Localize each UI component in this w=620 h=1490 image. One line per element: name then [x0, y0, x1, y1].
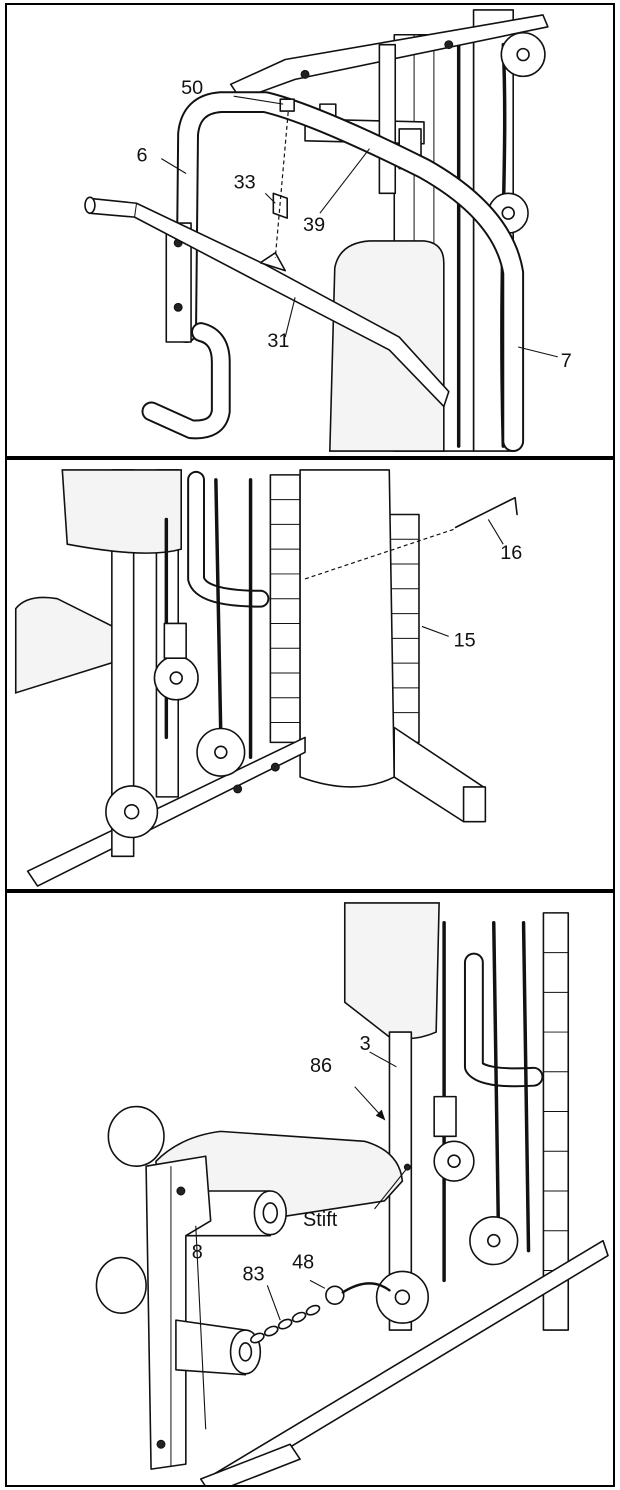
cable — [214, 478, 223, 740]
vertical-rod — [378, 43, 397, 195]
cable — [521, 921, 531, 1253]
callout-33: 33 — [234, 171, 256, 193]
frame-bracket — [165, 222, 192, 343]
callout-stift: Stift — [303, 1209, 338, 1231]
upper-frame-drawing: 50 6 33 39 31 7 — [84, 9, 572, 453]
fitting-50 — [279, 98, 295, 112]
base-foot — [199, 1443, 301, 1485]
leg-roller — [107, 1105, 165, 1167]
seat-assembly-drawing: 3 86 Stift 8 83 48 — [95, 902, 609, 1485]
weight-pin — [454, 496, 518, 529]
cable — [492, 921, 501, 1253]
back-pad — [343, 902, 440, 1040]
upper-frame-panel: 50 6 33 39 31 7 — [5, 3, 615, 458]
base-rail — [26, 736, 306, 887]
callout-86: 86 — [310, 1055, 332, 1077]
back-pad — [61, 469, 182, 554]
carriage — [163, 622, 187, 659]
weight-stack — [542, 912, 570, 1331]
assembly-guide — [304, 528, 454, 580]
cable-ball-48 — [325, 1285, 345, 1306]
assembly-guide — [274, 111, 289, 258]
callout-15: 15 — [454, 629, 476, 651]
callout-8: 8 — [192, 1242, 203, 1264]
stift-pin — [403, 1163, 411, 1171]
callout-39: 39 — [303, 214, 325, 236]
weight-stack-panel: 16 15 — [5, 458, 615, 891]
base-rail — [204, 1239, 609, 1485]
leg-roller — [95, 1256, 147, 1314]
seat-pad — [14, 596, 128, 694]
carriage — [433, 1095, 457, 1138]
callout-50: 50 — [181, 77, 203, 99]
callout-83: 83 — [242, 1263, 264, 1285]
press-bar — [88, 197, 450, 408]
chain-83 — [250, 1304, 321, 1344]
callout-31: 31 — [267, 330, 289, 352]
callout-48: 48 — [292, 1251, 314, 1273]
callout-16: 16 — [500, 542, 522, 564]
leg-frame-8 — [145, 1155, 212, 1470]
shroud-column — [299, 469, 396, 788]
weight-stack-drawing: 16 15 — [14, 469, 522, 887]
bar-grip-end — [84, 196, 96, 214]
seat-assembly-panel: 3 86 Stift 8 83 48 — [5, 891, 615, 1487]
callout-6: 6 — [137, 145, 148, 167]
weight-stack — [269, 474, 420, 744]
callout-3: 3 — [360, 1033, 371, 1055]
callout-7: 7 — [561, 350, 572, 372]
